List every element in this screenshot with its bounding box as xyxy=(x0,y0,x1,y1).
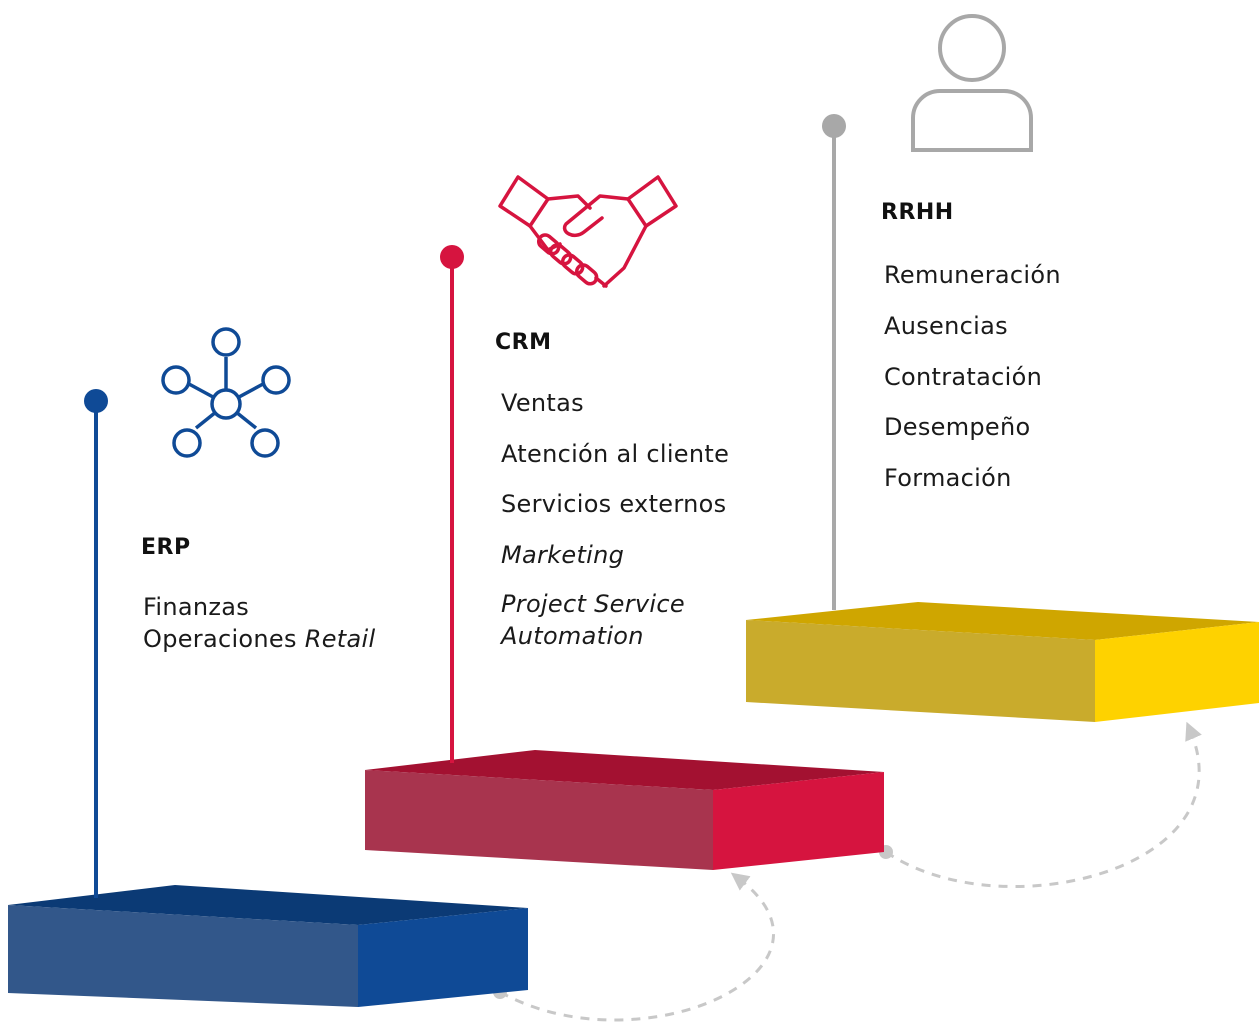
list-item: Ventas xyxy=(501,389,584,417)
list-item: Remuneración xyxy=(884,261,1061,289)
list-item: Contratación xyxy=(884,362,1043,391)
connector-erp-to-crm xyxy=(493,872,776,1022)
erp-pole xyxy=(84,389,108,898)
list-item: Ausencias xyxy=(884,311,1008,340)
erp-item-list: Finanzas Operaciones Retail xyxy=(143,591,375,655)
list-item: Marketing xyxy=(501,540,625,569)
crm-item-list: Ventas Atención al cliente Servicios ext… xyxy=(501,386,729,652)
handshake-icon xyxy=(498,175,678,288)
list-item: Operaciones Retail xyxy=(143,623,375,655)
list-item: Formación xyxy=(884,464,1012,493)
connector-crm-to-rrhh xyxy=(879,721,1202,888)
crm-block xyxy=(365,750,884,870)
user-icon xyxy=(911,14,1033,152)
rrhh-pole xyxy=(822,114,846,610)
crm-title: CRM xyxy=(495,330,552,355)
crm-pole xyxy=(440,245,464,763)
rrhh-item-list: Remuneración Ausencias Contratación Dese… xyxy=(884,258,1061,512)
list-item: Servicios externos xyxy=(501,490,727,518)
network-hub-icon xyxy=(161,327,291,458)
list-item: Atención al cliente xyxy=(501,439,730,468)
erp-block xyxy=(8,885,528,1007)
list-item: Desempeño xyxy=(884,413,1031,442)
list-item: Finanzas xyxy=(143,593,250,621)
erp-title: ERP xyxy=(141,535,191,560)
operaciones-retail-text: Operaciones Retail xyxy=(143,625,376,653)
rrhh-title: RRHH xyxy=(881,200,954,225)
rrhh-block xyxy=(746,602,1259,722)
